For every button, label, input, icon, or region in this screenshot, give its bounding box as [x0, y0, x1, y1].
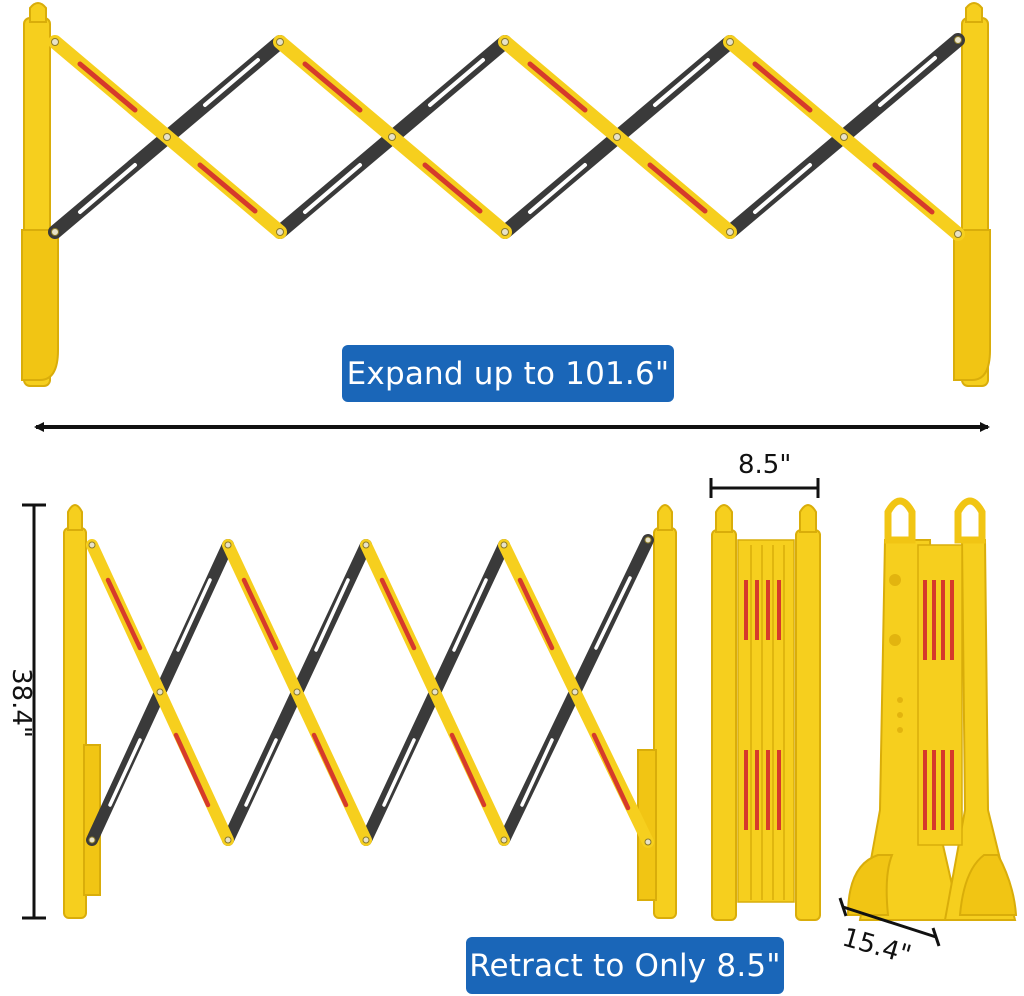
bottom-yellow-bars	[86, 539, 654, 848]
folded-barrier-front	[711, 504, 821, 921]
dark-bars	[48, 33, 965, 239]
folded-width-dimension	[709, 478, 820, 498]
yellow-bars	[48, 35, 965, 241]
bottom-left-post	[63, 504, 101, 919]
bottom-pivot-bolts	[88, 536, 652, 846]
folded-width-label: 8.5"	[738, 450, 792, 480]
pivot-bolts	[51, 36, 962, 238]
partially-expanded-barrier	[63, 504, 677, 919]
expanded-barrier	[21, 2, 991, 387]
bottom-right-post	[637, 504, 677, 919]
right-post	[953, 2, 991, 387]
base-depth-dimension	[838, 897, 941, 947]
bottom-dark-bars	[86, 534, 654, 846]
folded-barrier-side	[846, 497, 1018, 921]
retract-label: Retract to Only 8.5"	[466, 937, 784, 994]
expand-label: Expand up to 101.6"	[342, 345, 674, 402]
height-dimension	[22, 503, 46, 920]
height-label: 38.4"	[5, 668, 36, 738]
left-post	[21, 2, 59, 387]
